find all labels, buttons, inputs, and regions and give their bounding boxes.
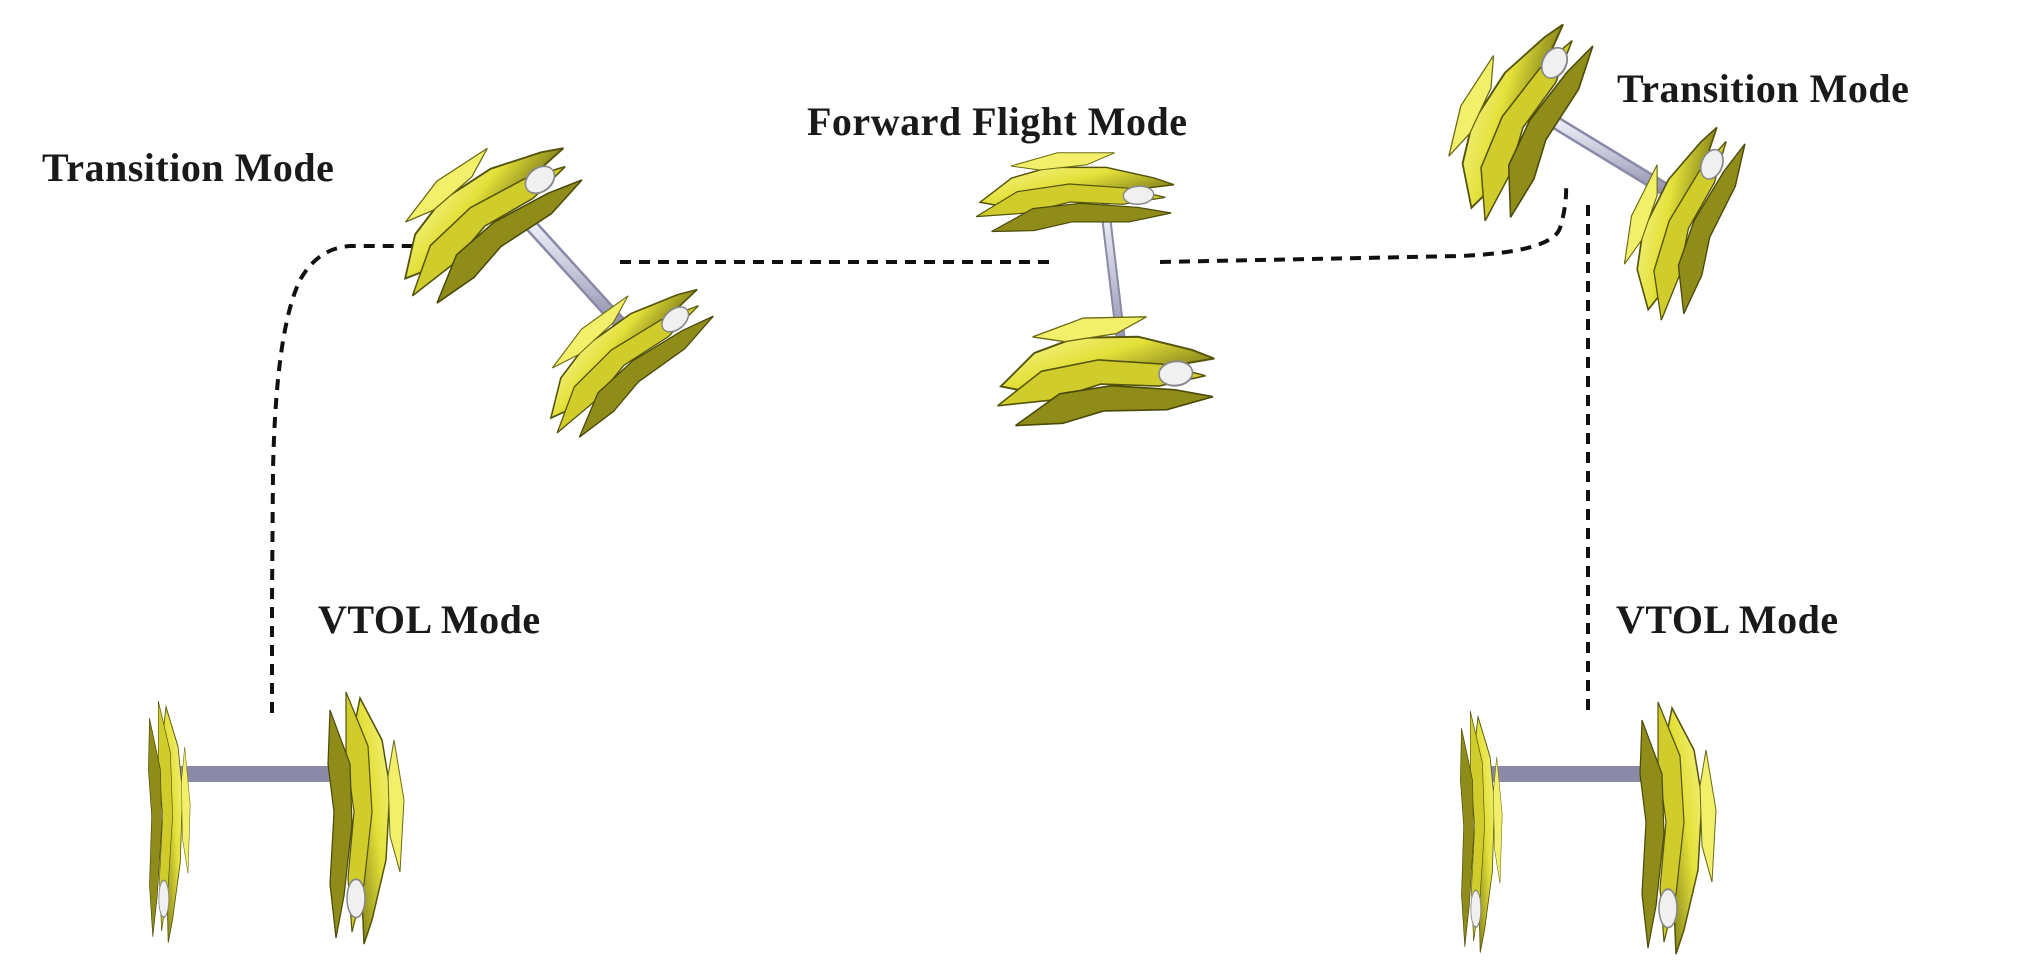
- aircraft-transition-right: [1417, 0, 1757, 329]
- aircraft-transition-left: [365, 106, 724, 449]
- label-transition-mode-left: Transition Mode: [42, 145, 335, 190]
- aircraft-forward-flight: [971, 144, 1221, 431]
- label-vtol-mode-left: VTOL Mode: [318, 597, 541, 642]
- label-forward-flight-mode: Forward Flight Mode: [807, 99, 1188, 144]
- trajectory-path: [270, 244, 430, 713]
- aircraft-vtol-right: [1459, 701, 1717, 955]
- aircraft-vtol-left: [147, 691, 405, 945]
- label-vtol-mode-right: VTOL Mode: [1616, 597, 1839, 642]
- label-transition-mode-right: Transition Mode: [1617, 66, 1910, 111]
- trajectory-path-cruise-2: [1159, 184, 1569, 264]
